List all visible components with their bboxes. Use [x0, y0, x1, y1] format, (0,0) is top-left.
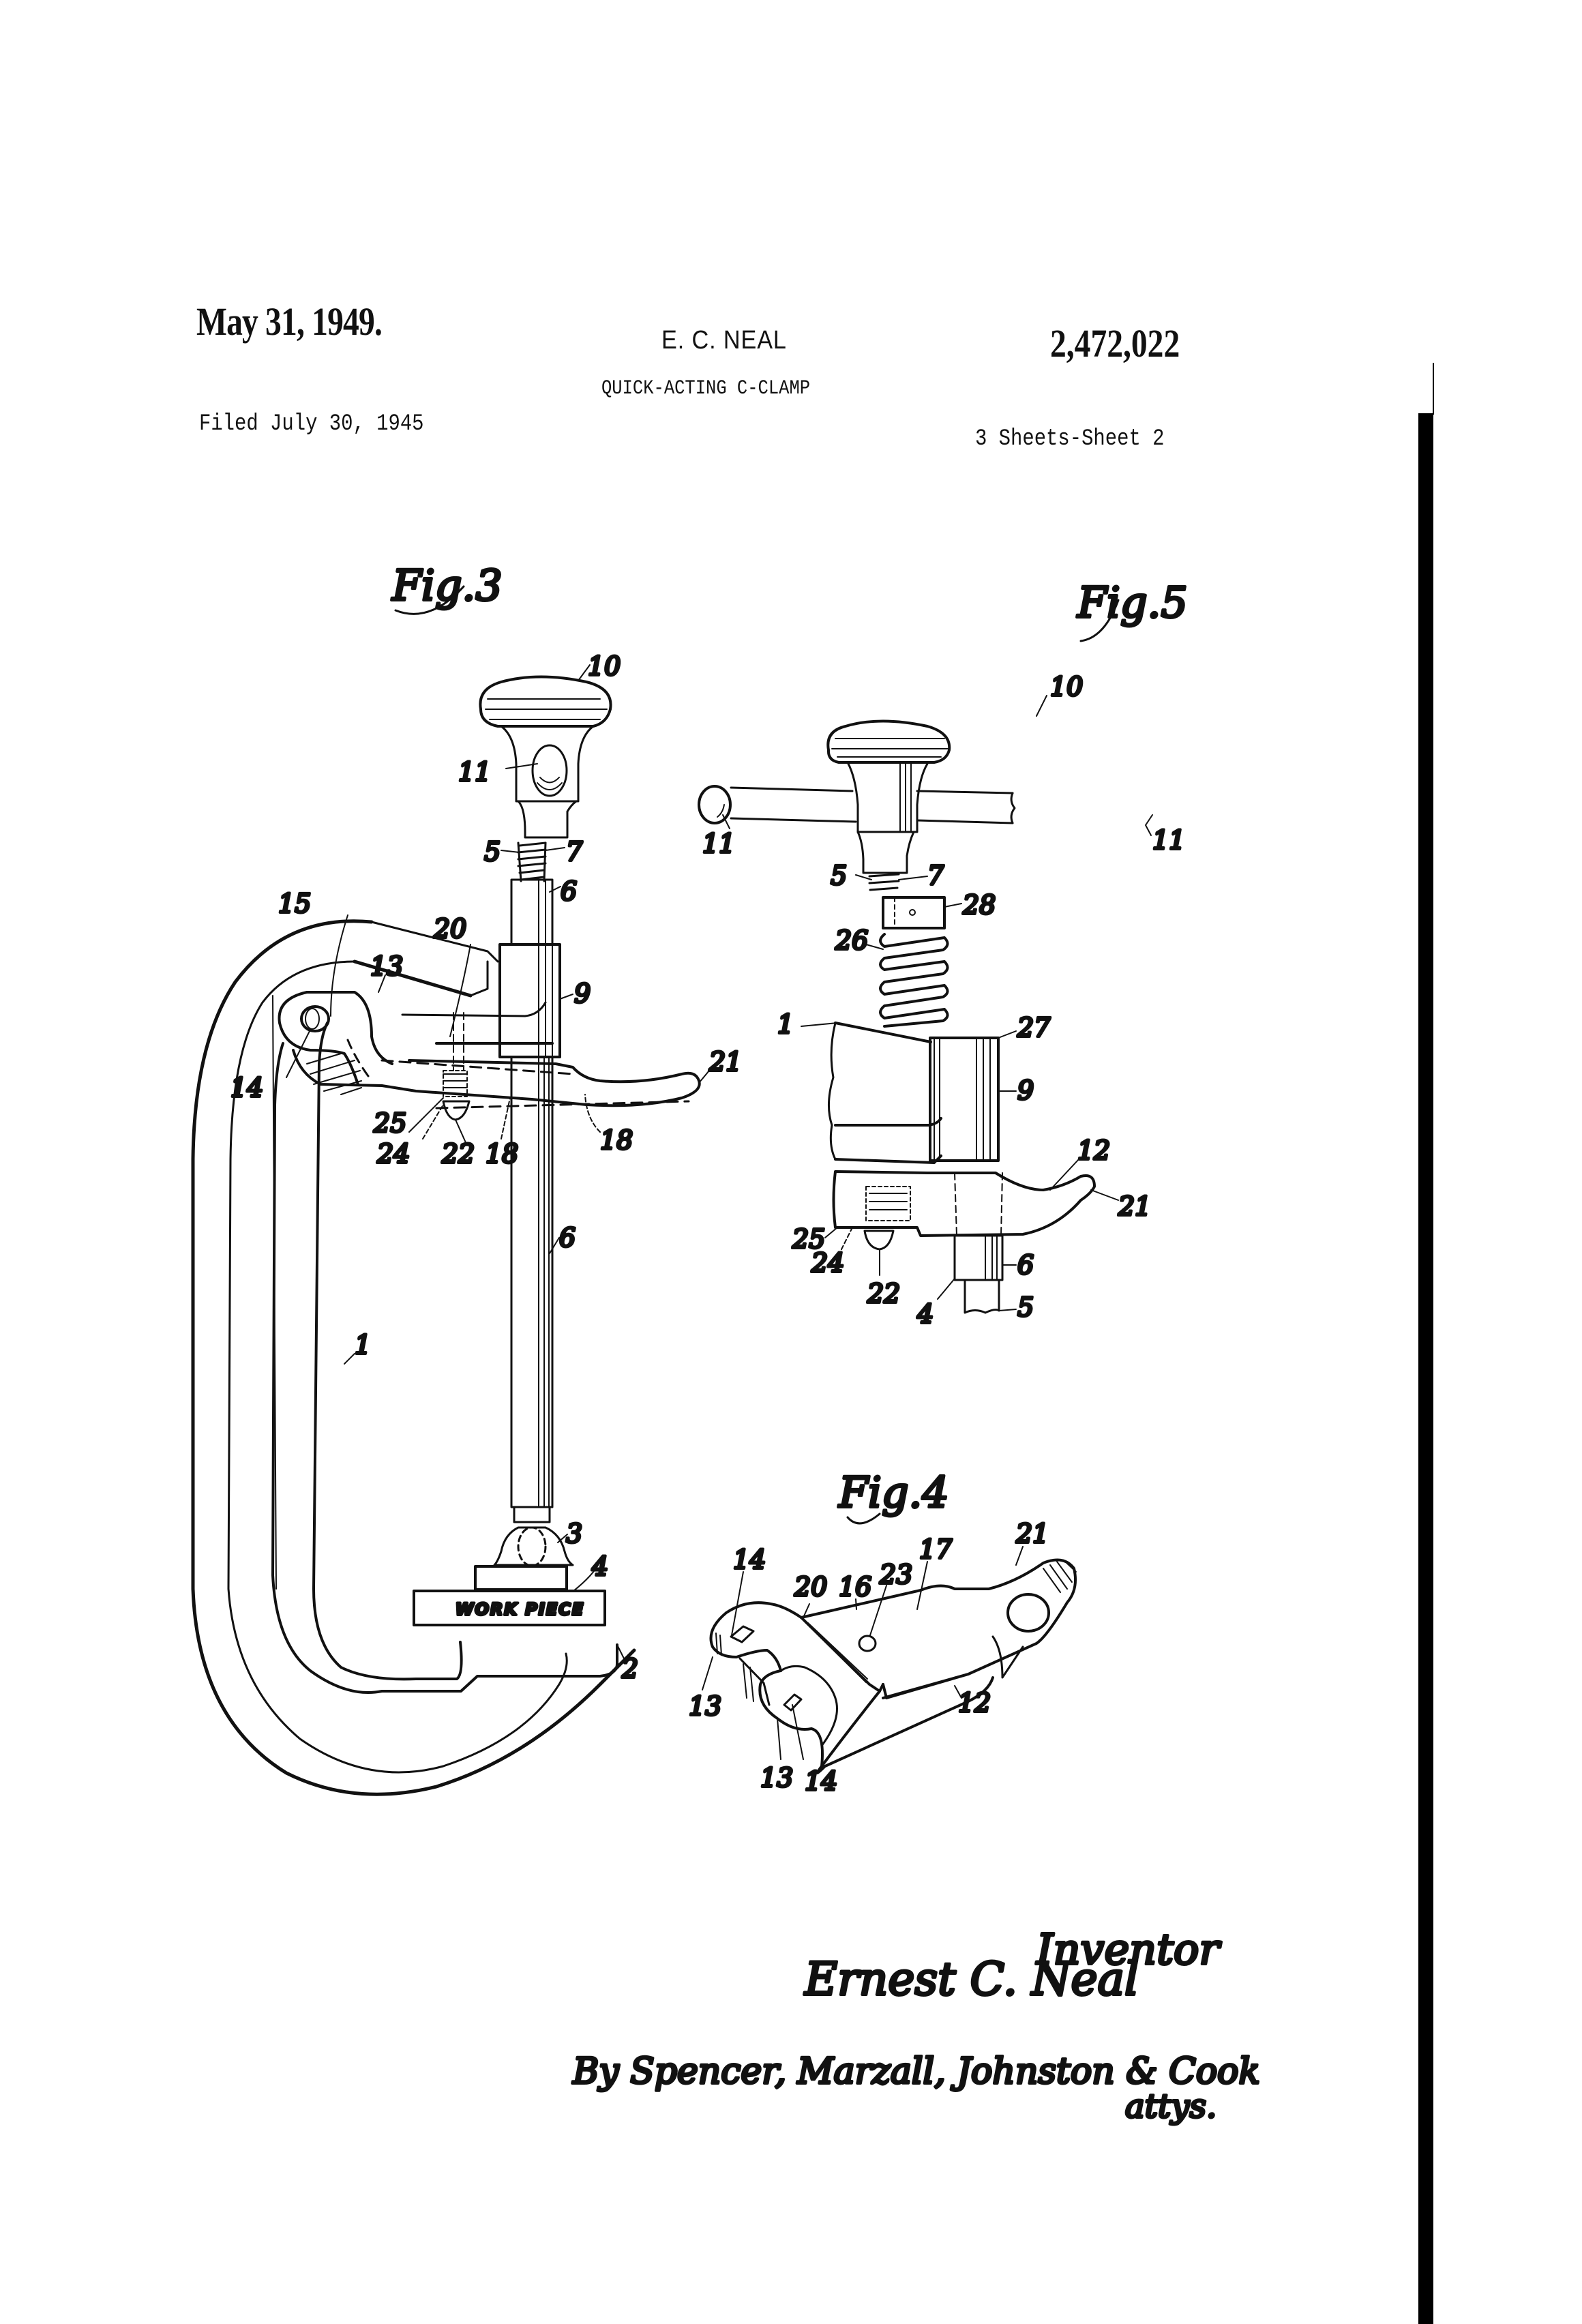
- ref-9: 9: [1017, 1075, 1034, 1105]
- ref-5: 5: [484, 837, 501, 867]
- signature-block: Inventor Ernest C. Neal By Spencer, Marz…: [571, 1923, 1262, 2127]
- ref-5-lower: 5: [1017, 1292, 1034, 1322]
- figure-3: Fig.3: [191, 559, 743, 1796]
- ref-4: 4: [591, 1551, 608, 1581]
- ref-22: 22: [441, 1139, 475, 1169]
- inventor-caption: Inventor: [1036, 1924, 1221, 1974]
- ref-13: 13: [370, 951, 403, 981]
- ref-22: 22: [867, 1279, 900, 1309]
- filed-date: Filed July 30, 1945: [199, 411, 424, 437]
- ref-28: 28: [962, 890, 996, 920]
- fig4-label: Fig.4: [838, 1468, 949, 1517]
- ref-3: 3: [566, 1519, 582, 1549]
- ref-15: 15: [278, 889, 311, 919]
- ref-10: 10: [588, 651, 621, 681]
- ref-23: 23: [879, 1560, 912, 1590]
- ref-17: 17: [919, 1534, 953, 1564]
- ref-24: 24: [811, 1248, 844, 1278]
- ref-14: 14: [230, 1073, 263, 1103]
- patent-number: 2,472,022: [1050, 321, 1180, 366]
- ref-13-left: 13: [689, 1691, 721, 1721]
- ref-2: 2: [621, 1654, 638, 1684]
- ref-11-right: 11: [1152, 825, 1185, 855]
- handle-knob: [479, 675, 612, 728]
- ref-4: 4: [916, 1299, 934, 1329]
- inventor-header: E. C. NEAL: [661, 326, 787, 355]
- ref-12: 12: [1077, 1135, 1110, 1165]
- ref-16: 16: [839, 1572, 871, 1602]
- release-lever: [292, 1049, 701, 1107]
- fig5-label: Fig.5: [1077, 578, 1188, 627]
- sheet-count: 3 Sheets-Sheet 2: [975, 426, 1165, 452]
- ref-14-bottom: 14: [805, 1766, 837, 1796]
- attorneys-suffix: attys.: [1125, 2087, 1217, 2126]
- figure-5: Fig.5: [698, 576, 1189, 1330]
- ref-12: 12: [958, 1688, 991, 1718]
- attorneys-signature: By Spencer, Marzall, Johnston & Cook: [572, 2051, 1260, 2092]
- ref-21: 21: [1015, 1519, 1049, 1549]
- ref-25: 25: [792, 1224, 825, 1254]
- ref-21: 21: [1118, 1191, 1151, 1221]
- ref-18-left: 18: [486, 1139, 518, 1169]
- ref-9: 9: [574, 979, 591, 1009]
- ref-11-left: 11: [702, 829, 735, 859]
- ref-7: 7: [927, 861, 944, 891]
- ref-5-upper: 5: [831, 861, 847, 891]
- ref-6-upper: 6: [561, 876, 577, 906]
- work-piece-label: WORK PIECE: [456, 1600, 584, 1619]
- ref-6: 6: [1017, 1250, 1034, 1280]
- ref-13-bottom: 13: [760, 1763, 793, 1793]
- ref-20: 20: [794, 1572, 827, 1602]
- ref-11: 11: [458, 757, 491, 787]
- ref-7: 7: [566, 837, 583, 867]
- ref-1: 1: [355, 1330, 371, 1360]
- c-frame-outer: [191, 919, 636, 1796]
- patent-date: May 31, 1949.: [196, 299, 383, 344]
- ref-6-lower: 6: [559, 1223, 576, 1253]
- patent-title: QUICK-ACTING C-CLAMP: [601, 377, 811, 400]
- ref-24: 24: [376, 1139, 410, 1169]
- ref-26: 26: [835, 925, 868, 955]
- ref-1: 1: [777, 1009, 794, 1039]
- figure-4: Fig.4: [687, 1466, 1077, 1798]
- scan-edge-bar: [1418, 413, 1433, 2324]
- ref-18-right: 18: [600, 1125, 633, 1155]
- ref-27: 27: [1017, 1013, 1051, 1043]
- ref-14-top: 14: [733, 1545, 766, 1575]
- ref-10: 10: [1050, 672, 1083, 702]
- scan-edge-line: [1433, 363, 1434, 415]
- ref-21: 21: [708, 1047, 742, 1077]
- inventor-signature: Ernest C. Neal: [804, 1953, 1139, 2006]
- ref-20: 20: [433, 914, 466, 944]
- ref-25: 25: [373, 1108, 406, 1138]
